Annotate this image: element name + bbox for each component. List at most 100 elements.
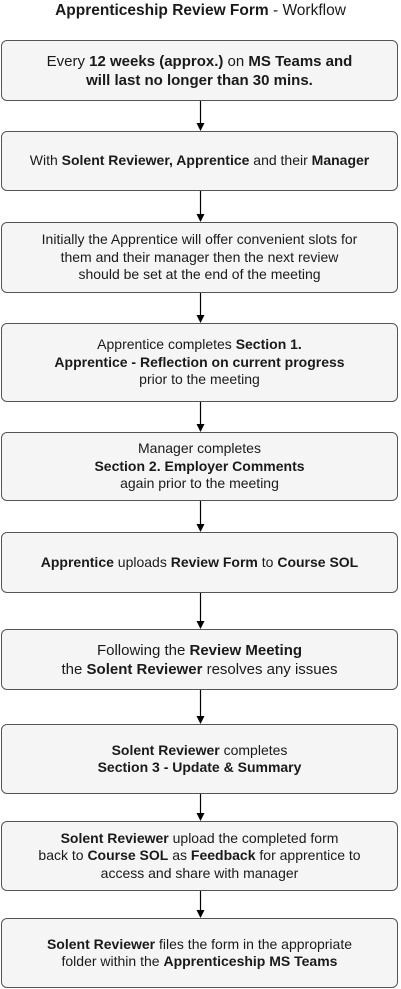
bold-text: Review Meeting <box>189 641 303 659</box>
step-box-1: Every 12 weeks (approx.) on MS Teams and… <box>1 40 398 101</box>
title-bold: Apprenticeship Review Form <box>55 2 269 19</box>
text: Following the <box>96 641 190 659</box>
text: folder within the <box>61 953 164 969</box>
bold-text: Section 1. <box>235 336 302 353</box>
step-line: the Solent Reviewer resolves any issues <box>62 660 338 679</box>
arrow-head-icon <box>196 813 205 821</box>
text: With <box>29 152 62 169</box>
bold-text: Feedback <box>190 847 256 864</box>
step-line: Apprentice completes Section 1. <box>54 336 344 354</box>
text: back to <box>38 847 88 864</box>
step-line: Solent Reviewer files the form in the ap… <box>47 936 352 954</box>
step-box-6: Apprentice uploads Review Form to Course… <box>1 532 398 593</box>
diagram-title: Apprenticeship Review Form - Workflow <box>0 1 401 21</box>
arrow-head-icon <box>196 621 205 629</box>
step-line: folder within the Apprenticeship MS Team… <box>47 953 352 971</box>
step-text: Apprentice completes Section 1.Apprentic… <box>54 336 344 389</box>
bold-text: will last no longer than 30 mins. <box>86 71 313 89</box>
text: Every <box>46 52 90 70</box>
step-box-10: Solent Reviewer files the form in the ap… <box>1 918 398 988</box>
text: as <box>168 847 191 864</box>
bold-text: Section 2. Employer Comments <box>94 457 305 474</box>
text: upload the completed form <box>168 829 339 846</box>
step-line: Initially the Apprentice will offer conv… <box>42 231 358 249</box>
step-line: Following the Review Meeting <box>62 641 338 660</box>
bold-text: Section 3 - <box>97 759 173 775</box>
text: again prior to the meeting <box>120 475 279 492</box>
text: them and their manager then the next rev… <box>60 248 339 265</box>
arrow-head-icon <box>196 524 205 532</box>
bold-text: Solent Reviewer <box>60 829 169 846</box>
text: for apprentice to <box>255 847 361 864</box>
arrow-head-icon <box>196 910 205 918</box>
arrow-head-icon <box>196 424 205 432</box>
text: prior to the meeting <box>139 371 260 388</box>
text: uploads <box>113 553 171 570</box>
bold-text: 12 weeks (approx.) <box>89 52 224 70</box>
step-line: Solent Reviewer completes <box>98 742 302 760</box>
bold-text: Apprentice - Reflection on current progr… <box>54 353 345 370</box>
text: Initially the Apprentice will offer conv… <box>41 231 358 248</box>
text: files the form in the appropriate <box>155 935 353 952</box>
title-suffix: - Workflow <box>268 2 346 19</box>
step-line: back to Course SOL as Feedback for appre… <box>38 847 360 865</box>
step-line: access and share with manager <box>38 865 360 883</box>
step-line: Section 2. Employer Comments <box>94 458 304 476</box>
step-text: Apprentice uploads Review Form to Course… <box>41 554 358 572</box>
step-line: Apprentice uploads Review Form to Course… <box>41 554 358 572</box>
step-line: With Solent Reviewer, Apprentice and the… <box>30 152 370 170</box>
arrow-head-icon <box>196 315 205 323</box>
step-line: Apprentice - Reflection on current progr… <box>54 354 344 372</box>
text: to <box>257 553 278 570</box>
step-line: should be set at the end of the meeting <box>42 266 358 284</box>
arrow-head-icon <box>196 123 205 131</box>
step-line: prior to the meeting <box>54 371 344 389</box>
step-box-2: With Solent Reviewer, Apprentice and the… <box>1 131 398 191</box>
text: on <box>223 52 249 70</box>
bold-text: Course SOL <box>277 553 359 570</box>
step-text: Solent Reviewer files the form in the ap… <box>47 936 352 971</box>
step-line: will last no longer than 30 mins. <box>47 71 353 90</box>
step-line: Solent Reviewer upload the completed for… <box>38 830 360 848</box>
text: access and share with manager <box>100 864 299 881</box>
step-text: With Solent Reviewer, Apprentice and the… <box>30 152 370 170</box>
bold-text: Solent Reviewer <box>111 741 220 758</box>
arrow-head-icon <box>196 716 205 724</box>
step-line: them and their manager then the next rev… <box>42 249 358 267</box>
bold-text: Solent Reviewer <box>86 660 203 678</box>
text: completes <box>219 741 288 758</box>
bold-text: Solent Reviewer, Apprentice <box>61 152 250 169</box>
bold-text: Update & Summary <box>172 759 302 775</box>
arrow-head-icon <box>196 214 205 222</box>
step-text: Every 12 weeks (approx.) on MS Teams and… <box>47 52 353 90</box>
text: Apprentice completes <box>97 336 236 353</box>
bold-text: Apprentice <box>40 553 114 570</box>
text: and their <box>249 152 312 169</box>
step-line: Manager completes <box>94 440 304 458</box>
bold-text: Review Form <box>170 553 258 570</box>
step-line: Section 3 - Update & Summary <box>98 759 302 777</box>
bold-text: Apprenticeship MS Teams <box>163 953 338 969</box>
step-line: again prior to the meeting <box>94 475 304 493</box>
step-box-9: Solent Reviewer upload the completed for… <box>1 821 398 891</box>
bold-text: Manager <box>311 152 370 169</box>
text: Manager completes <box>138 440 261 457</box>
step-text: Initially the Apprentice will offer conv… <box>42 231 358 284</box>
step-text: Solent Reviewer upload the completed for… <box>38 830 360 883</box>
text: the <box>61 660 87 678</box>
bold-text: Solent Reviewer <box>46 935 156 952</box>
text: should be set at the end of the meeting <box>78 266 321 283</box>
step-line: Every 12 weeks (approx.) on MS Teams and <box>47 52 353 71</box>
bold-text: Course SOL <box>87 847 169 864</box>
bold-text: MS Teams and <box>248 52 353 70</box>
step-box-4: Apprentice completes Section 1.Apprentic… <box>1 323 398 402</box>
text: resolves any issues <box>202 660 338 678</box>
step-box-3: Initially the Apprentice will offer conv… <box>1 222 398 293</box>
